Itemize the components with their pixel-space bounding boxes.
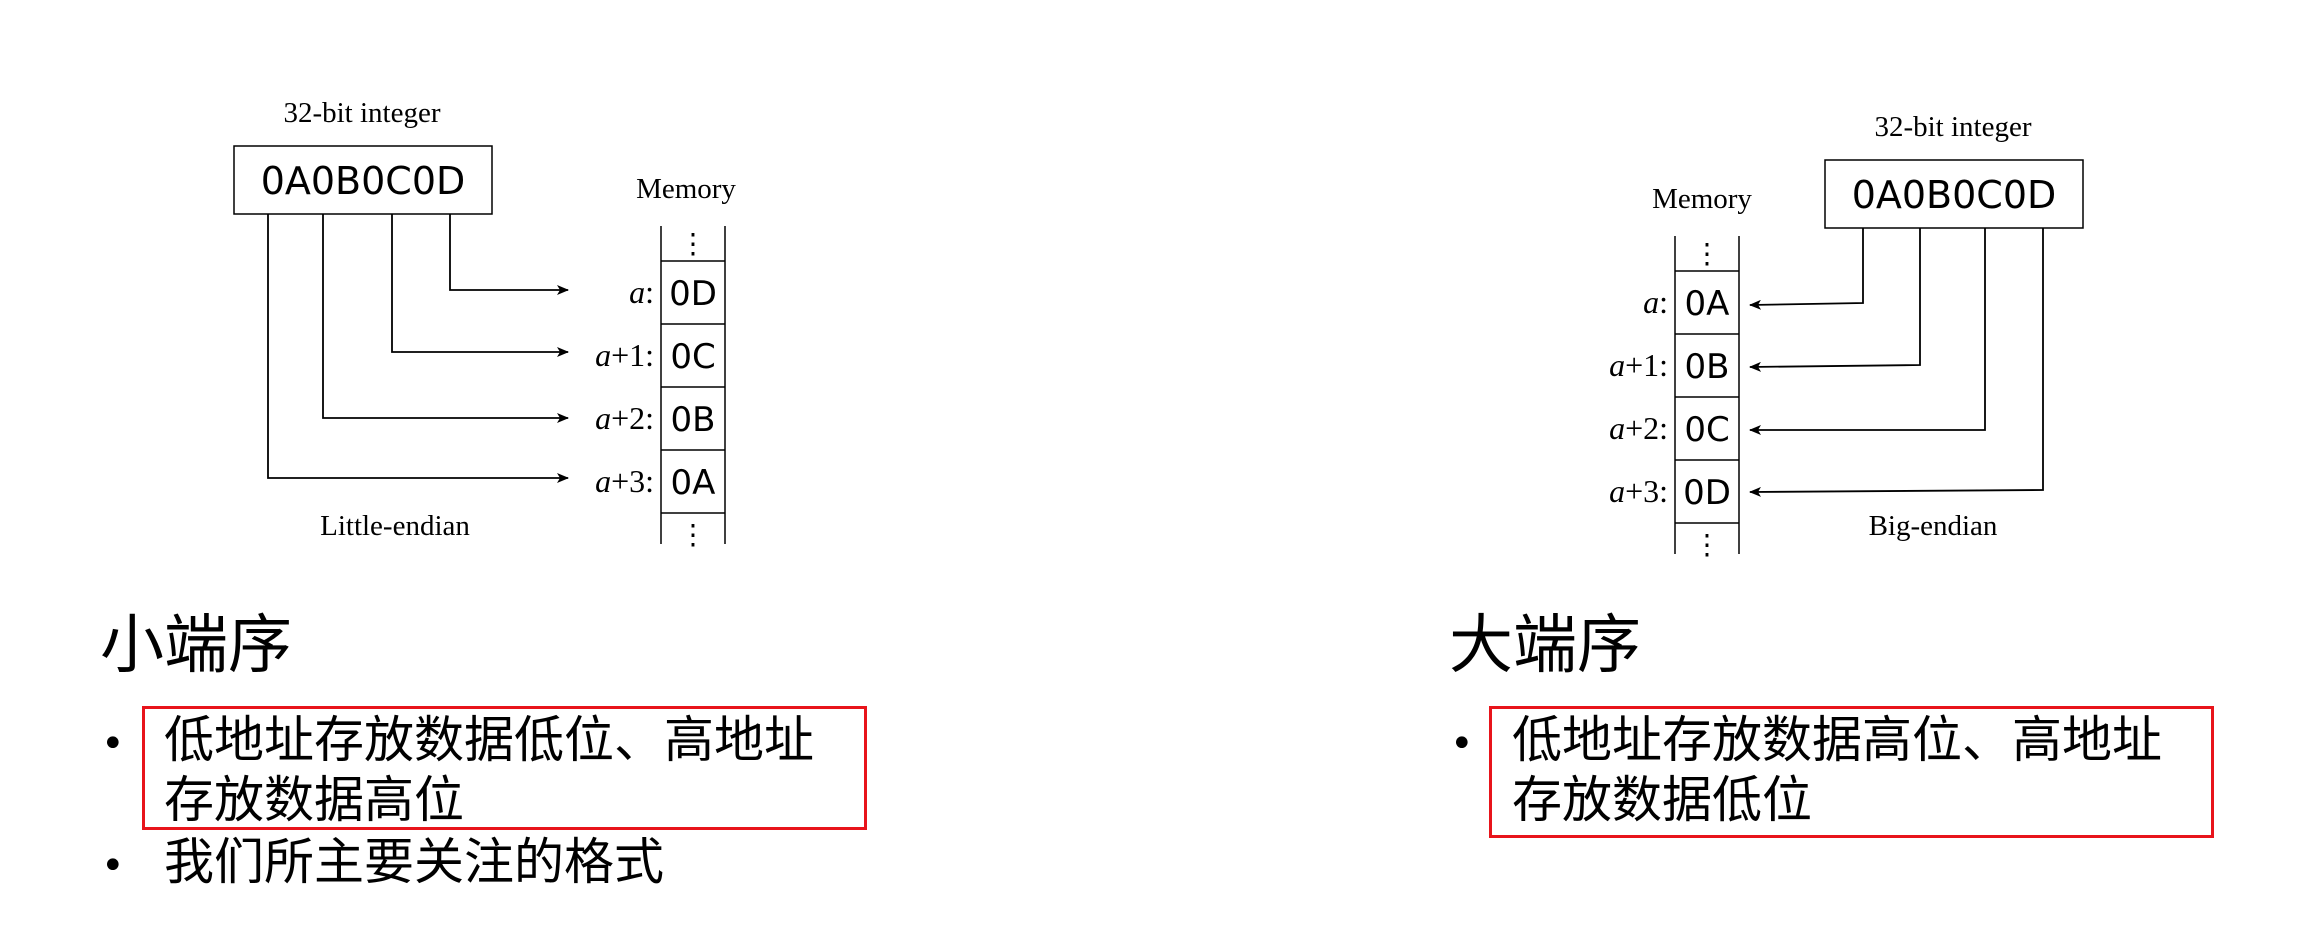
big-cell-3: 0D (1683, 473, 1731, 513)
little-memory-label: Memory (636, 173, 736, 205)
little-arrow-0c (391, 214, 569, 357)
little-endian-bullet-1-line-1: 低地址存放数据低位、高地址 (164, 711, 814, 769)
little-addr-2: a+2: (595, 400, 654, 436)
big-cell-2: 0C (1684, 410, 1729, 450)
bullet-icon: • (101, 721, 125, 767)
big-endian-bullet-1-line-2: 存放数据低位 (1512, 771, 1812, 829)
big-arrow-0d (1749, 228, 2044, 497)
big-addr-1: a+1: (1609, 347, 1668, 383)
little-endian-bullet-1-line-2: 存放数据高位 (164, 771, 464, 829)
little-arrow-0d (449, 214, 569, 295)
little-integer-value: 0A0B0C0D (261, 159, 466, 203)
big-integer-box (1824, 159, 2084, 229)
little-endian-bullet-1: 低地址存放数据低位、高地址 存放数据高位 (164, 710, 814, 830)
little-memory-column (660, 226, 726, 544)
little-caption: Little-endian (320, 510, 470, 542)
bullet-icon: • (101, 843, 125, 889)
big-endian-heading: 大端序 (1449, 609, 1641, 683)
big-addr-3: a+3: (1609, 473, 1668, 509)
big-addr-0: a: (1643, 284, 1668, 320)
little-endian-heading: 小端序 (100, 609, 292, 683)
big-arrow-0a (1749, 228, 1864, 310)
little-addr-3: a+3: (595, 463, 654, 499)
little-arrow-0b (322, 214, 569, 423)
little-endian-bullet-2: 我们所主要关注的格式 (164, 833, 664, 891)
little-integer-box (233, 145, 493, 215)
big-endian-bullet-1-line-1: 低地址存放数据高位、高地址 (1512, 711, 2162, 769)
big-addr-2: a+2: (1609, 410, 1668, 446)
big-integer-value: 0A0B0C0D (1852, 173, 2057, 217)
big-cell-1: 0B (1685, 347, 1730, 387)
little-integer-label: 32-bit integer (283, 97, 440, 129)
big-memory-label: Memory (1652, 183, 1752, 215)
little-arrow-0a (267, 214, 569, 483)
little-addr-1: a+1: (595, 337, 654, 373)
big-ellipsis-bottom: ⋮ (1693, 528, 1721, 561)
little-ellipsis-bottom: ⋮ (679, 518, 707, 551)
little-ellipsis-top: ⋮ (679, 227, 707, 260)
big-arrow-0c (1749, 228, 1986, 435)
big-endian-bullet-1: 低地址存放数据高位、高地址 存放数据低位 (1512, 710, 2162, 830)
big-cell-0: 0A (1685, 284, 1730, 324)
little-cell-1: 0C (670, 337, 715, 377)
big-memory-column (1674, 236, 1740, 554)
little-endian-diagram: 32-bit integer 0A0B0C0D Memory ⋮ ⋮ 0D 0C… (233, 97, 736, 551)
big-endian-diagram: 32-bit integer 0A0B0C0D Memory ⋮ ⋮ 0A 0B… (1609, 111, 2084, 561)
little-endian-highlight-box (142, 706, 867, 830)
big-endian-highlight-box (1489, 706, 2214, 838)
little-cell-3: 0A (671, 463, 716, 503)
little-cell-2: 0B (671, 400, 716, 440)
big-ellipsis-top: ⋮ (1693, 237, 1721, 270)
bullet-icon: • (1450, 721, 1474, 767)
big-caption: Big-endian (1869, 510, 1998, 542)
big-integer-label: 32-bit integer (1874, 111, 2031, 143)
little-cell-0: 0D (669, 274, 717, 314)
little-addr-0: a: (629, 274, 654, 310)
big-arrow-0b (1749, 228, 1921, 372)
